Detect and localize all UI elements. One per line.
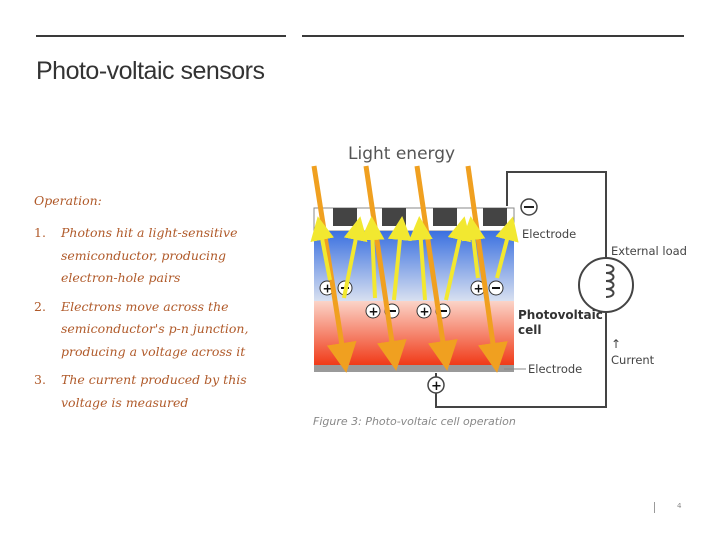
list-item: 2. Electrons move across the semiconduct… xyxy=(34,296,284,364)
external-load-label: External load xyxy=(611,244,687,258)
step-number: 2. xyxy=(34,298,46,314)
svg-text:+: + xyxy=(431,379,442,394)
step-number: 1. xyxy=(34,225,46,240)
page-number: 4 xyxy=(677,502,682,510)
step-number: 3. xyxy=(34,372,46,387)
operation-steps: 1. Photons hit a light-sensitive semicon… xyxy=(34,222,284,420)
step-text: Electrons move across the semiconductor'… xyxy=(61,298,249,359)
svg-text:+: + xyxy=(323,282,333,296)
svg-text:+: + xyxy=(474,282,484,296)
photovoltaic-label: Photovoltaic xyxy=(518,308,603,322)
electrode-minus-icon xyxy=(520,198,538,216)
top-rule-left xyxy=(36,35,286,37)
footer-separator xyxy=(654,502,655,513)
figure-caption: Figure 3: Photo-voltaic cell operation xyxy=(313,415,516,428)
electrode-bottom-label: Electrode xyxy=(528,362,582,376)
svg-text:+: + xyxy=(369,305,379,319)
operation-label: Operation: xyxy=(34,193,102,208)
list-item: 1. Photons hit a light-sensitive semicon… xyxy=(34,222,284,290)
light-energy-label: Light energy xyxy=(348,144,455,164)
top-rule-right xyxy=(302,35,684,37)
cell-label: cell xyxy=(518,323,541,337)
current-label: Current xyxy=(611,353,655,367)
step-text: The current produced by this voltage is … xyxy=(61,372,247,410)
list-item: 3. The current produced by this voltage … xyxy=(34,369,284,414)
svg-text:+: + xyxy=(420,305,430,319)
light-rays xyxy=(311,165,508,373)
slide-title: Photo-voltaic sensors xyxy=(36,57,265,85)
current-arrow-label: ↑ xyxy=(611,337,621,351)
photovoltaic-diagram: Light energy + + + + xyxy=(310,144,687,408)
carrier-arrows xyxy=(310,216,519,301)
load-coil-icon xyxy=(578,257,634,313)
electrode-top-label: Electrode xyxy=(522,227,576,241)
step-text: Photons hit a light-sensitive semiconduc… xyxy=(61,225,238,285)
